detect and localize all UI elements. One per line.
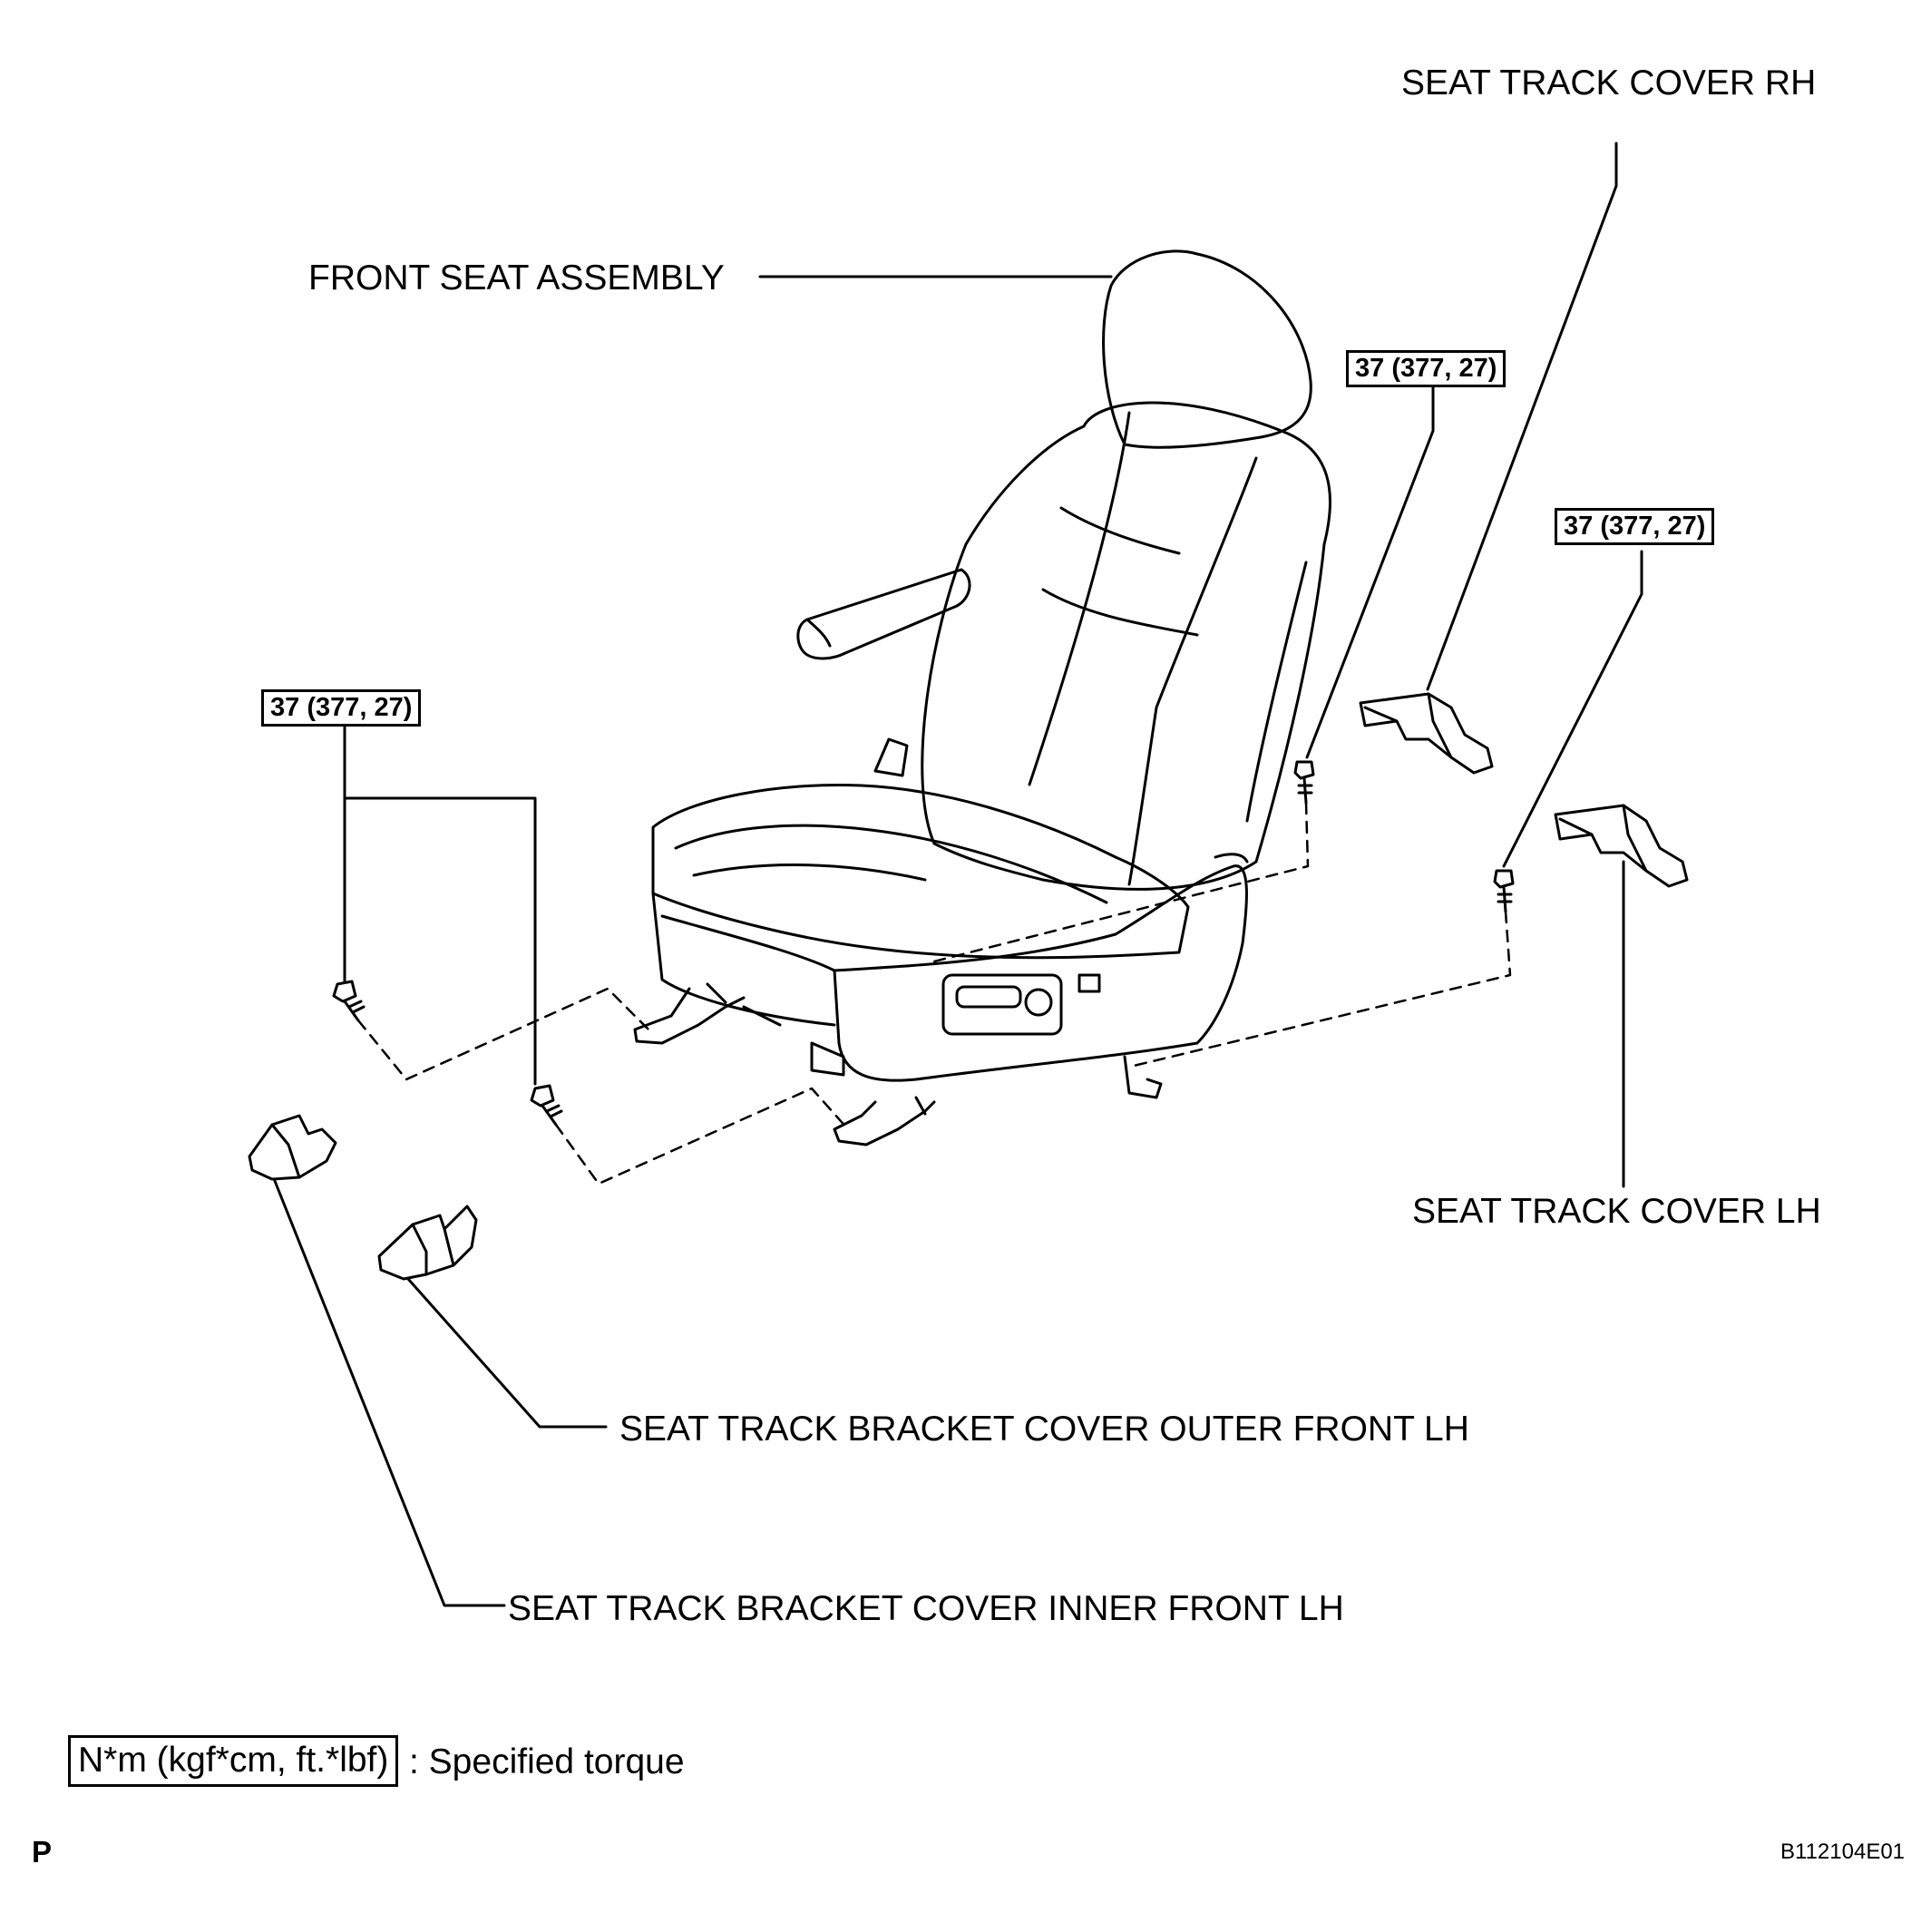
bracket-cover-inner-part [248, 1114, 337, 1181]
bolts [332, 760, 1515, 1127]
torque-spec-left: 37 (377, 27) [261, 689, 422, 727]
label-bracket-cover-outer: SEAT TRACK BRACKET COVER OUTER FRONT LH [619, 1410, 1469, 1449]
torque-spec-right: 37 (377, 27) [1555, 508, 1715, 545]
figure-code: B112104E01 [1780, 1839, 1906, 1864]
label-seat-track-cover-lh: SEAT TRACK COVER LH [1412, 1192, 1821, 1231]
dashed-assembly-lines [356, 801, 1512, 1186]
label-seat-track-cover-rh: SEAT TRACK COVER RH [1401, 63, 1817, 102]
torque-legend-text: : Specified torque [409, 1742, 685, 1781]
seat-track-cover-rh-part [1359, 692, 1494, 775]
bracket-cover-outer-part [377, 1205, 478, 1281]
label-front-seat-assembly: FRONT SEAT ASSEMBLY [308, 259, 725, 298]
page-mark: P [32, 1835, 53, 1869]
torque-unit-legend-box: N*m (kgf*cm, ft.*lbf) [68, 1735, 399, 1787]
label-bracket-cover-inner: SEAT TRACK BRACKET COVER INNER FRONT LH [508, 1589, 1344, 1628]
front-seat-illustration [633, 249, 1331, 1147]
seat-track-cover-lh-part [1554, 804, 1689, 888]
torque-spec-mid: 37 (377, 27) [1346, 350, 1507, 387]
